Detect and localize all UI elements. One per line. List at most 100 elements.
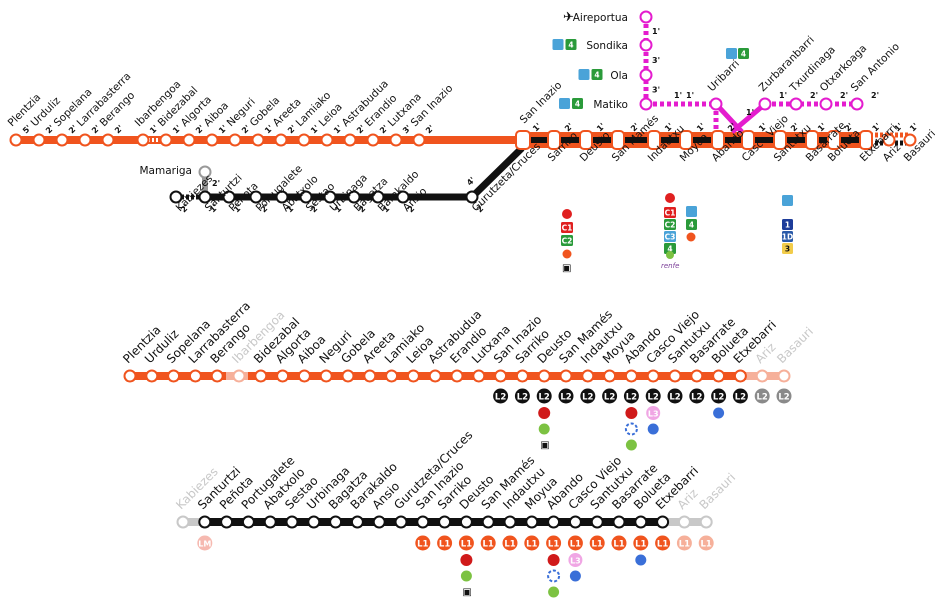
l1-bus-icon-deusto: ▣: [462, 587, 471, 598]
l2-station-gobela: [341, 369, 355, 383]
l1-station-bolueta: [634, 515, 648, 529]
station-larrabasterra: [78, 133, 92, 147]
bus-icon-deusto: ▣: [562, 263, 571, 274]
label-aireportua: Aireportua: [573, 12, 628, 24]
station-casco-viejo: [741, 130, 755, 150]
renfe-logo-abando: renfe: [661, 262, 679, 270]
casco-viejo-euskotren-badge: [686, 206, 697, 217]
l1-lm-badge-kabiezes: [197, 535, 213, 551]
station-san-inazio: [412, 133, 426, 147]
airport-time-1: 3': [652, 56, 660, 65]
station-urbinaga: [323, 190, 337, 204]
l1-station-deusto: [459, 515, 473, 529]
station-sarriko: [547, 130, 561, 150]
station-matiko: [639, 97, 653, 111]
airplane-icon: ✈: [563, 10, 574, 25]
l2-station-indautxu: [581, 369, 595, 383]
station-lamiako: [297, 133, 311, 147]
station-mamariga: [198, 165, 212, 179]
l1-badge-san-inazio: [415, 535, 431, 551]
l2-euskotren-icon-deusto: [538, 407, 551, 419]
l2-badge-indautxu: [580, 388, 596, 404]
l1-station-bagatza: [329, 515, 343, 529]
label-uribarri: Uribarri: [706, 58, 742, 94]
trunk-time-0: 1': [531, 121, 543, 133]
station-etxebarri: [859, 130, 873, 150]
time-lutxana: 3': [401, 123, 413, 135]
l2-station-deusto: [537, 369, 551, 383]
l1-badge-basauri: [698, 535, 714, 551]
l1-badge-text-santutxu: L1: [592, 540, 603, 550]
l2-station-urduliz: [145, 369, 159, 383]
l1-badge-bolueta: [633, 535, 649, 551]
l1-badge-basarrate: [611, 535, 627, 551]
bolueta-badge-1: [782, 219, 793, 230]
l1-badge-text-san-mames: L1: [483, 540, 494, 550]
time-gobela: 1': [263, 123, 275, 135]
station-ansio: [396, 190, 410, 204]
l2-station-algorta: [276, 369, 290, 383]
l2-badge-bolueta: [711, 388, 727, 404]
station-santutxu: [773, 130, 787, 150]
l2-badge-san-mames: [558, 388, 574, 404]
l2-station-ariz: [755, 369, 769, 383]
l1-badge-moyua: [524, 535, 540, 551]
time-erandio: 2': [378, 123, 390, 135]
casco-viejo-green-badge-text: 4: [689, 221, 694, 230]
l2-badge-san-inazio: [493, 388, 509, 404]
l2-euskotren-icon-abando: [625, 407, 638, 419]
trunk-time-5: 1': [695, 121, 707, 133]
euskotren-badge-ola: [578, 69, 590, 80]
l2-badge-etxebarri: [732, 388, 748, 404]
green-badge-sondika: [565, 39, 577, 50]
deusto-badge-c1-text: C1: [562, 224, 573, 233]
l2-station-areeta: [363, 369, 377, 383]
l2-station-bidezabal: [254, 369, 268, 383]
station-moyua: [679, 130, 693, 150]
deusto-badge-c2: [561, 235, 573, 246]
l2-badge-text-moyua: L2: [604, 393, 615, 403]
time-uribarri: 1': [686, 91, 694, 100]
l2-station-etxebarri: [733, 369, 747, 383]
abando-badge-4: [664, 243, 676, 254]
l2-station-ibarbengoa: [232, 369, 246, 383]
l2-station-basauri: [777, 369, 791, 383]
time-berango: 2': [113, 123, 125, 135]
station-basauri: [903, 133, 917, 147]
abando-badge-c2-text: C2: [665, 221, 676, 230]
diagram2-line2-schematic: PlentziaUrdulizSopelanaLarrabasterraBera…: [120, 299, 816, 451]
l1-station-santutxu: [590, 515, 604, 529]
station-abando: [711, 130, 725, 150]
l1-station-ansio: [372, 515, 386, 529]
l1-badge-text-abando: L1: [548, 540, 559, 550]
l1-tram-icon-abando: [548, 586, 560, 598]
l1-badge-text-etxebarri: L1: [657, 540, 668, 550]
bolueta-badge-1d-text: 1D: [782, 233, 793, 242]
station-gurutzeta-cruces: [465, 190, 479, 204]
station-bagatza: [347, 190, 361, 204]
deusto-badge-c2-text: C2: [562, 237, 573, 246]
l2-station-sopelana: [167, 369, 181, 383]
l2-station-basarrate: [690, 369, 704, 383]
station-kabiezes: [169, 190, 183, 204]
line3-link-time: 1': [746, 108, 754, 117]
abando-badge-c1: [664, 207, 676, 218]
station-otxarkoaga: [819, 97, 833, 111]
l1-station-urbinaga: [307, 515, 321, 529]
l2-badge-santutxu: [667, 388, 683, 404]
l1-badge-text-ariz: L1: [679, 540, 690, 550]
l2-badge-basarrate: [689, 388, 705, 404]
l2-renfe-icon-abando: [624, 422, 638, 436]
station-san-inazio-pill: [515, 130, 531, 150]
station-abatxolo: [275, 190, 289, 204]
station-leioa: [320, 133, 334, 147]
l2-badge-text-casco-viejo: L2: [648, 393, 659, 403]
station-plentzia: [9, 133, 23, 147]
label-sondika: Sondika: [586, 40, 628, 52]
l2-station-erandio: [450, 369, 464, 383]
l2-l3-text-casco-viejo: L3: [648, 410, 659, 419]
bolueta-badge-1d: [782, 231, 793, 242]
station-sestao: [299, 190, 313, 204]
matiko-time: 1': [674, 91, 682, 100]
bolueta-euskotren-badge: [782, 195, 793, 206]
